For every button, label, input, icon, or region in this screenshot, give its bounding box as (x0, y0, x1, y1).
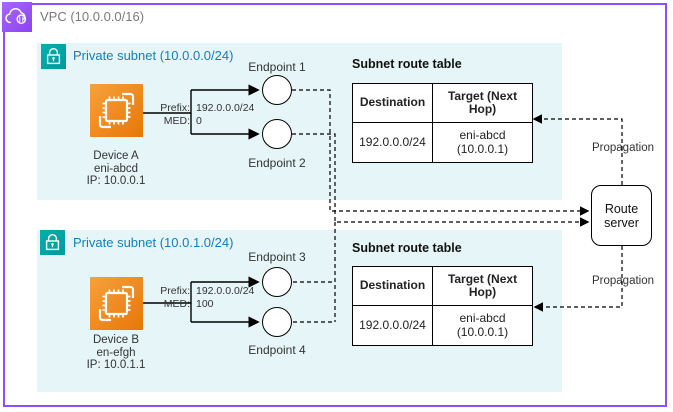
route-table-2-destination-value: 192.0.0.0/24 (353, 306, 433, 345)
subnet-2-label: Private subnet (10.0.1.0/24) (73, 235, 234, 250)
device-b-ip: IP: 10.0.1.1 (86, 359, 146, 371)
route-table-1-destination-value: 192.0.0.0/24 (353, 123, 433, 162)
device-a-eni: eni-abcd (93, 162, 139, 175)
route-server-label: Route server (604, 201, 639, 230)
device-a-name: Device A (93, 150, 139, 162)
route-table-1-destination-header: Destination (353, 84, 433, 123)
endpoint-4-node (262, 307, 292, 337)
route-table-1: Destination Target (Next Hop) 192.0.0.0/… (352, 83, 533, 163)
endpoint-2-node (262, 119, 292, 149)
propagation-label-bottom: Propagation (591, 275, 655, 287)
propagation-label-top: Propagation (591, 142, 655, 154)
prefix-key-1: Prefix: (160, 102, 190, 114)
device-a-label: Device A eni-abcd IP: 10.0.0.1 (61, 150, 171, 188)
route-table-2: Destination Target (Next Hop) 192.0.0.0/… (352, 266, 533, 346)
subnet-1-label: Private subnet (10.0.0.0/24) (73, 48, 234, 63)
med-key-2: MED: (163, 298, 190, 310)
device-b-label: Device B en-efgh IP: 10.0.1.1 (61, 334, 171, 372)
endpoint-3-label: Endpoint 3 (248, 250, 306, 264)
device-a-ip: IP: 10.0.0.1 (86, 175, 146, 187)
vpc-cloud-icon (2, 2, 32, 32)
private-subnet-lock-icon (41, 44, 66, 69)
prefix-key-2: Prefix: (160, 285, 190, 297)
route-table-2-target-value: eni-abcd (10.0.0.1) (456, 311, 509, 339)
private-subnet-lock-icon (40, 230, 65, 255)
route-table-1-target-value: eni-abcd (10.0.0.1) (456, 128, 509, 156)
prefix-value-1: 192.0.0.0/24 (196, 102, 255, 114)
vpc-boundary (3, 3, 667, 407)
endpoint-4-label: Endpoint 4 (248, 343, 306, 357)
prefix-value-2: 192.0.0.0/24 (196, 285, 255, 297)
device-b-name: Device B (92, 334, 140, 346)
med-key-1: MED: (163, 115, 190, 127)
device-b-eni: en-efgh (96, 346, 136, 359)
med-value-1: 0 (196, 115, 202, 127)
med-value-2: 100 (196, 298, 214, 310)
route-server-node: Route server (591, 185, 652, 246)
route-table-2-destination-header: Destination (353, 267, 433, 306)
endpoint-3-node (262, 267, 292, 297)
route-table-2-target-header: Target (Next Hop) (433, 267, 532, 306)
endpoint-1-label: Endpoint 1 (248, 60, 306, 74)
device-b-chip-icon (90, 277, 143, 330)
endpoint-2-label: Endpoint 2 (248, 156, 306, 170)
vpc-label: VPC (10.0.0.0/16) (40, 9, 145, 24)
endpoint-1-node (262, 75, 292, 105)
device-a-chip-icon (90, 84, 143, 137)
route-table-1-target-header: Target (Next Hop) (433, 84, 532, 123)
route-table-1-title: Subnet route table (352, 57, 462, 71)
route-table-2-title: Subnet route table (352, 241, 462, 255)
